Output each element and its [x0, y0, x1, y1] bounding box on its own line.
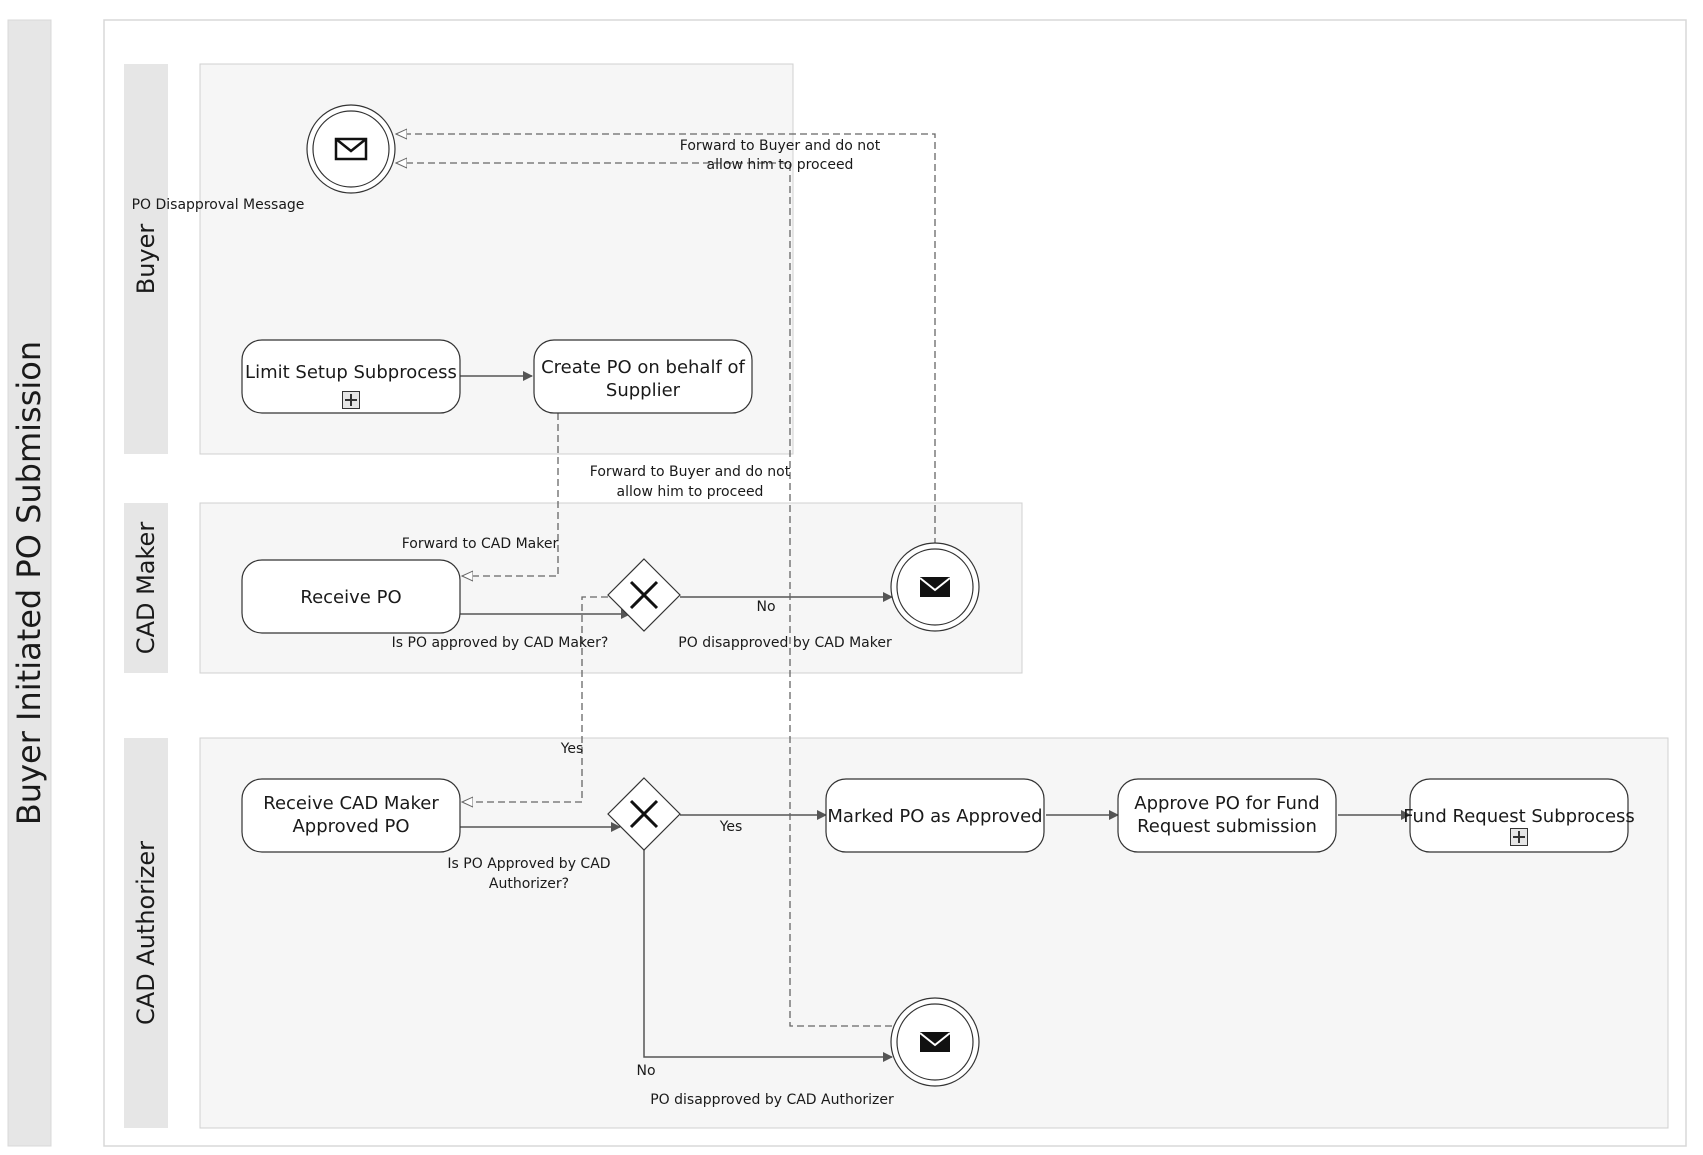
- envelope-icon: [334, 137, 368, 161]
- task-receive-po-label: Receive PO: [300, 587, 401, 608]
- label-disapproved-cad-maker: PO disapproved by CAD Maker: [678, 635, 892, 651]
- gateway-authorizer-approval[interactable]: [607, 777, 681, 851]
- task-limit-setup-label: Limit Setup Subprocess: [245, 362, 457, 383]
- task-fund-request-label: Fund Request Subprocess: [1403, 806, 1635, 827]
- task-approve-fund-label-line2: Request submission: [1137, 816, 1317, 837]
- task-create-po[interactable]: Create PO on behalf of Supplier: [533, 339, 753, 414]
- task-receive-po[interactable]: Receive PO: [241, 559, 461, 634]
- label-disapproved-cad-authorizer: PO disapproved by CAD Authorizer: [650, 1092, 894, 1108]
- label-gateway-maker-question: Is PO approved by CAD Maker?: [392, 635, 609, 651]
- task-marked-approved-label: Marked PO as Approved: [827, 806, 1042, 827]
- lane-label-cad-authorizer: CAD Authorizer: [132, 841, 160, 1025]
- task-create-po-label-line1: Create PO on behalf of: [541, 357, 745, 378]
- task-create-po-label-line2: Supplier: [606, 380, 681, 401]
- task-limit-setup-subprocess[interactable]: Limit Setup Subprocess: [241, 339, 461, 414]
- lane-header-cad-maker: [124, 503, 168, 673]
- task-marked-po-approved[interactable]: Marked PO as Approved: [825, 778, 1045, 853]
- task-approve-fund-label-line1: Approve PO for Fund: [1134, 793, 1319, 814]
- event-po-disapproval-message[interactable]: [306, 104, 396, 194]
- label-forward-to-buyer-2-line2: allow him to proceed: [617, 484, 764, 500]
- flow-authorizer-disapproval-to-buyer: [396, 163, 892, 1027]
- label-flow-no-maker: No: [756, 599, 775, 615]
- flow-maker-gateway-yes: [462, 596, 608, 802]
- lane-header-cad-authorizer: [124, 738, 168, 1128]
- event-disapproved-cad-maker[interactable]: [890, 542, 980, 632]
- pool-header: [7, 19, 52, 1147]
- flow-create-to-receive-po: [462, 413, 559, 576]
- envelope-filled-icon: [919, 1032, 951, 1052]
- event-disapproved-cad-authorizer[interactable]: [890, 997, 980, 1087]
- label-forward-to-buyer-2-line1: Forward to Buyer and do not: [590, 464, 791, 480]
- label-flow-yes-maker: Yes: [560, 741, 584, 757]
- label-gateway-auth-question-line2: Authorizer?: [489, 876, 569, 892]
- gateway-maker-approval[interactable]: [607, 558, 681, 632]
- label-forward-to-buyer-1-line2: allow him to proceed: [707, 157, 854, 173]
- flow-auth-gateway-no: [643, 850, 893, 1062]
- lane-header-buyer: [124, 64, 168, 454]
- label-forward-to-buyer-1-line1: Forward to Buyer and do not: [680, 138, 881, 154]
- flow-maker-disapproval-to-buyer: [396, 134, 936, 545]
- task-receive-approved-label-line1: Receive CAD Maker: [263, 793, 439, 814]
- label-forward-to-cad-maker: Forward to CAD Maker: [402, 536, 559, 552]
- lane-label-buyer: Buyer: [132, 224, 160, 295]
- task-fund-request-subprocess[interactable]: Fund Request Subprocess: [1403, 778, 1635, 853]
- task-approve-po-fund-request[interactable]: Approve PO for Fund Request submission: [1117, 778, 1337, 853]
- label-flow-yes-auth: Yes: [719, 819, 743, 835]
- pool-title: Buyer Initiated PO Submission: [10, 341, 48, 825]
- label-flow-no-auth: No: [636, 1063, 655, 1079]
- subprocess-expand-icon[interactable]: [342, 391, 360, 409]
- subprocess-expand-icon[interactable]: [1510, 828, 1528, 846]
- task-receive-cad-maker-approved-po[interactable]: Receive CAD Maker Approved PO: [241, 778, 461, 853]
- label-gateway-auth-question-line1: Is PO Approved by CAD: [447, 856, 610, 872]
- label-po-disapproval-message: PO Disapproval Message: [132, 197, 305, 213]
- task-receive-approved-label-line2: Approved PO: [292, 816, 409, 837]
- lane-label-cad-maker: CAD Maker: [132, 522, 160, 655]
- envelope-filled-icon: [919, 577, 951, 597]
